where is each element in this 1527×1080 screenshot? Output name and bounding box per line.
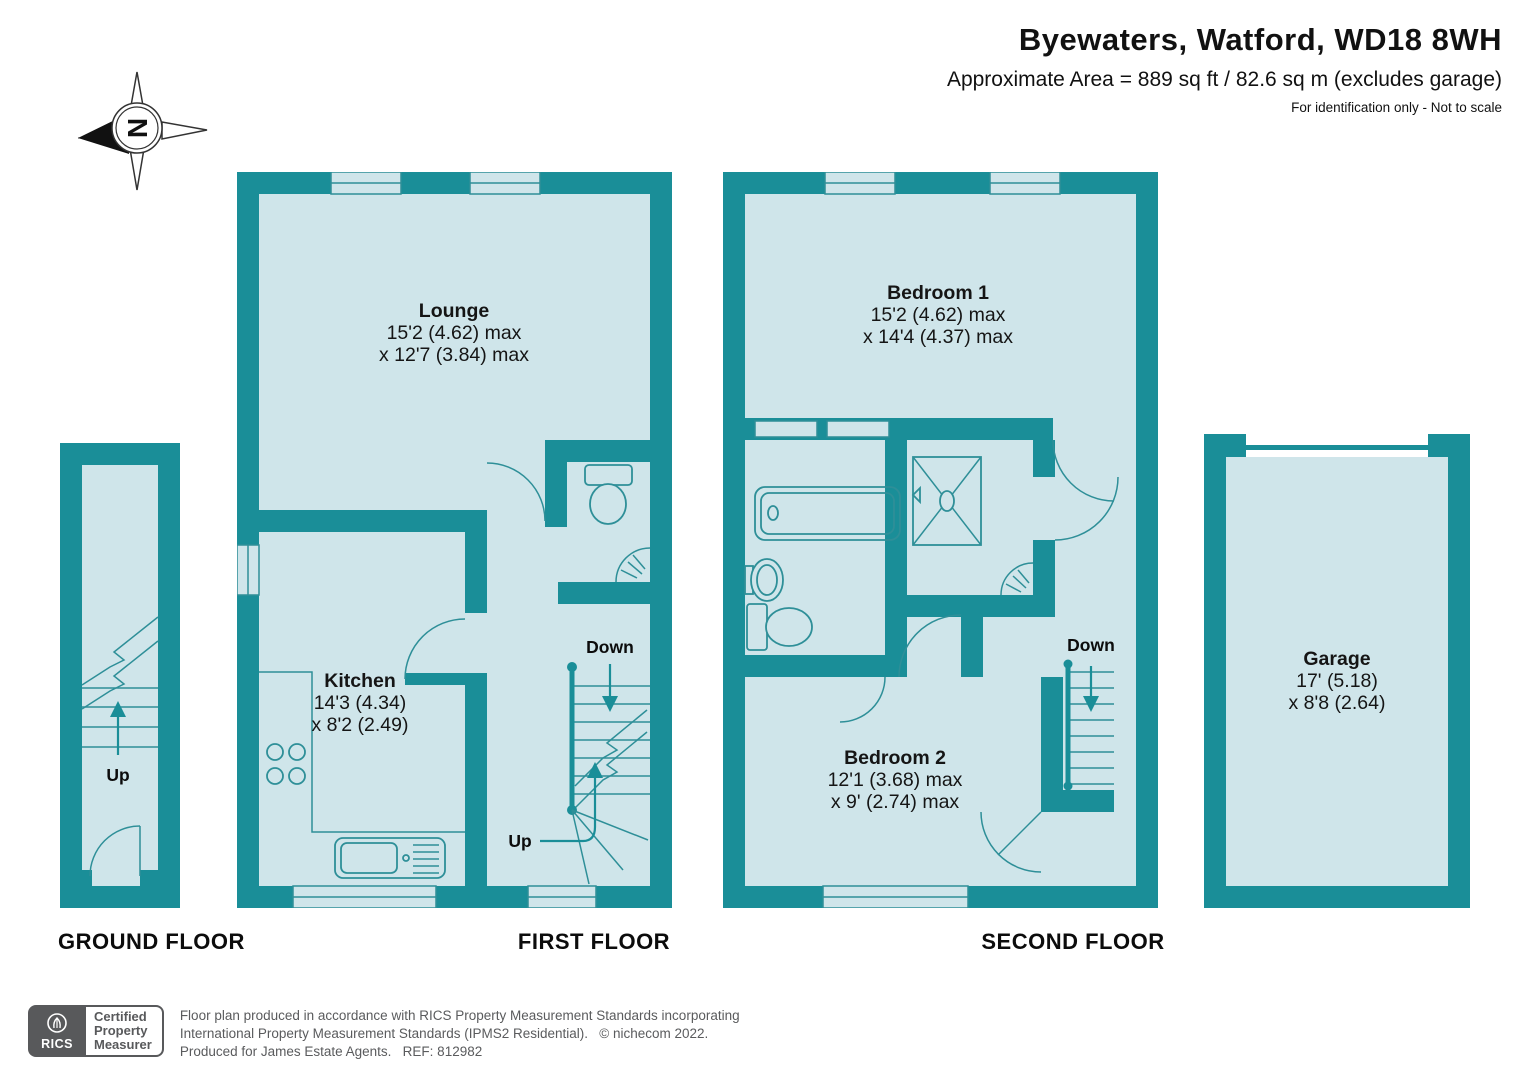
page-title: Byewaters, Watford, WD18 8WH <box>1018 22 1502 57</box>
stair-label-down: Down <box>1067 635 1115 655</box>
header: Byewaters, Watford, WD18 8WH Approximate… <box>947 22 1502 115</box>
toilet-icon <box>746 603 813 651</box>
room-name: Lounge <box>419 300 490 322</box>
stair-label-up: Up <box>508 831 531 851</box>
room-dim: x 12'7 (3.84) max <box>379 344 529 366</box>
room-dim: x 9' (2.74) max <box>831 791 960 813</box>
room-name: Garage <box>1303 648 1370 670</box>
up-arrow <box>110 701 126 755</box>
room-dim: x 8'2 (2.49) <box>312 714 409 736</box>
kitchen-counter <box>259 671 465 833</box>
area-text: Approximate Area = 889 sq ft / 82.6 sq m… <box>946 68 1502 91</box>
footer: RICS Certified Property Measurer Floor p… <box>28 1005 740 1061</box>
rics-logo: RICS <box>28 1005 86 1057</box>
compass-point-right <box>161 121 208 140</box>
badge-line: Certified <box>94 1009 147 1024</box>
compass-icon: N <box>77 71 208 191</box>
room-dim: 12'1 (3.68) max <box>828 769 963 791</box>
kitchen-label: Kitchen 14'3 (4.34) x 8'2 (2.49) <box>312 670 409 736</box>
room-dim: 15'2 (4.62) max <box>387 322 522 344</box>
bedroom2-label: Bedroom 2 12'1 (3.68) max x 9' (2.74) ma… <box>828 747 963 813</box>
bedroom1-label: Bedroom 1 15'2 (4.62) max x 14'4 (4.37) … <box>863 282 1013 348</box>
windows <box>754 172 1061 908</box>
room-dim: x 14'4 (4.37) max <box>863 326 1013 348</box>
windows <box>237 172 597 908</box>
compass-north-label: N <box>122 118 153 138</box>
corner-basin-icon <box>1000 562 1034 596</box>
garage-label: Garage 17' (5.18) x 8'8 (2.64) <box>1289 648 1386 714</box>
room-name: Kitchen <box>324 670 396 692</box>
room-name: Bedroom 2 <box>844 747 946 769</box>
down-arrow <box>602 664 618 712</box>
shower-icon <box>911 456 982 546</box>
stair-label-down: Down <box>586 637 634 657</box>
disclaimer-text: For identification only - Not to scale <box>1291 100 1502 115</box>
down-arrow <box>1083 666 1099 712</box>
entry-door <box>89 825 141 877</box>
footer-line: Floor plan produced in accordance with R… <box>179 1008 740 1023</box>
door-arcs <box>404 462 546 680</box>
footer-disclaimer: Floor plan produced in accordance with R… <box>180 1005 740 1061</box>
room-dim: 15'2 (4.62) max <box>871 304 1006 326</box>
rics-text: RICS <box>41 1037 73 1051</box>
door-arcs <box>839 439 1119 873</box>
sink-icon <box>744 558 784 602</box>
room-dim: 17' (5.18) <box>1296 670 1378 692</box>
footer-line: International Property Measurement Stand… <box>179 1026 709 1041</box>
walls <box>1204 434 1470 908</box>
rics-emblem-icon <box>47 1013 67 1033</box>
floor-label-ground: GROUND FLOOR <box>58 929 245 954</box>
walls <box>237 172 672 908</box>
up-arrow <box>540 762 603 843</box>
badge-line: Measurer <box>94 1037 152 1052</box>
first-floor-plan: Down Up Lounge 15'2 (4.62) max x 12'7 (3… <box>237 172 672 908</box>
ground-floor-plan: Up <box>60 443 180 908</box>
second-floor-plan: Down Bedroom 1 15'2 (4.62) max x 14'4 (4… <box>723 172 1158 908</box>
lounge-label: Lounge 15'2 (4.62) max x 12'7 (3.84) max <box>379 300 529 366</box>
certified-property-measurer-badge: Certified Property Measurer <box>86 1005 164 1057</box>
corner-basin-icon <box>615 547 651 583</box>
walls <box>60 443 180 908</box>
toilet-icon <box>584 464 633 525</box>
floor-label-first: FIRST FLOOR <box>517 929 671 954</box>
kitchen-sink-icon <box>334 837 446 879</box>
stair-label-up: Up <box>106 765 129 785</box>
floor-label-second: SECOND FLOOR <box>981 929 1165 954</box>
garage-plan: Garage 17' (5.18) x 8'8 (2.64) <box>1204 434 1470 908</box>
footer-line: Produced for James Estate Agents. REF: 8… <box>179 1044 483 1059</box>
room-name: Bedroom 1 <box>887 282 989 304</box>
staircase <box>567 662 650 885</box>
room-dim: 14'3 (4.34) <box>314 692 407 714</box>
bathtub-icon <box>754 486 901 541</box>
badge-line: Property <box>94 1023 148 1038</box>
room-dim: x 8'8 (2.64) <box>1289 692 1386 714</box>
